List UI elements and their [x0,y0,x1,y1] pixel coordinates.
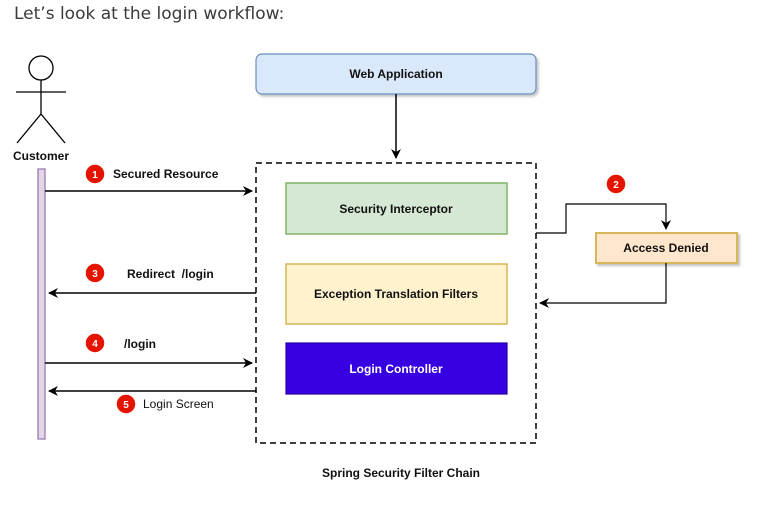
login-controller-label: Login Controller [349,362,443,376]
svg-text:2: 2 [613,180,619,191]
secured-resource-label: Secured Resource [113,167,219,181]
svg-text:5: 5 [123,400,129,411]
login-screen-label: Login Screen [143,397,214,411]
exception-translation-box [285,263,508,325]
svg-text:4: 4 [92,339,98,350]
customer-label: Customer [13,149,69,163]
chain-to-access-denied-arrow [536,203,671,234]
step-5-badge: 5 [115,393,137,415]
access-denied-label: Access Denied [623,241,708,255]
customer-lifeline [37,168,46,440]
step-4-badge: 4 [84,332,106,354]
login-request-label: /login [124,337,156,351]
customer-actor-icon [16,55,66,144]
step-2-badge: 2 [605,173,627,195]
web-application-label: Web Application [349,67,442,81]
security-interceptor-label: Security Interceptor [339,202,453,216]
access-denied-to-exception-arrow [539,263,667,308]
step-3-badge: 3 [84,262,106,284]
login-controller-box [285,342,508,395]
redirect-login-label: Redirect /login [127,267,214,281]
filter-chain-container [255,162,537,444]
security-interceptor-box [285,182,508,235]
step-1-badge: 1 [84,163,106,185]
exception-translation-label: Exception Translation Filters [314,287,478,301]
svg-text:1: 1 [92,170,98,181]
filter-chain-label: Spring Security Filter Chain [322,466,480,480]
svg-text:3: 3 [92,269,98,280]
intro-text: Let’s look at the login workflow: [14,4,285,24]
